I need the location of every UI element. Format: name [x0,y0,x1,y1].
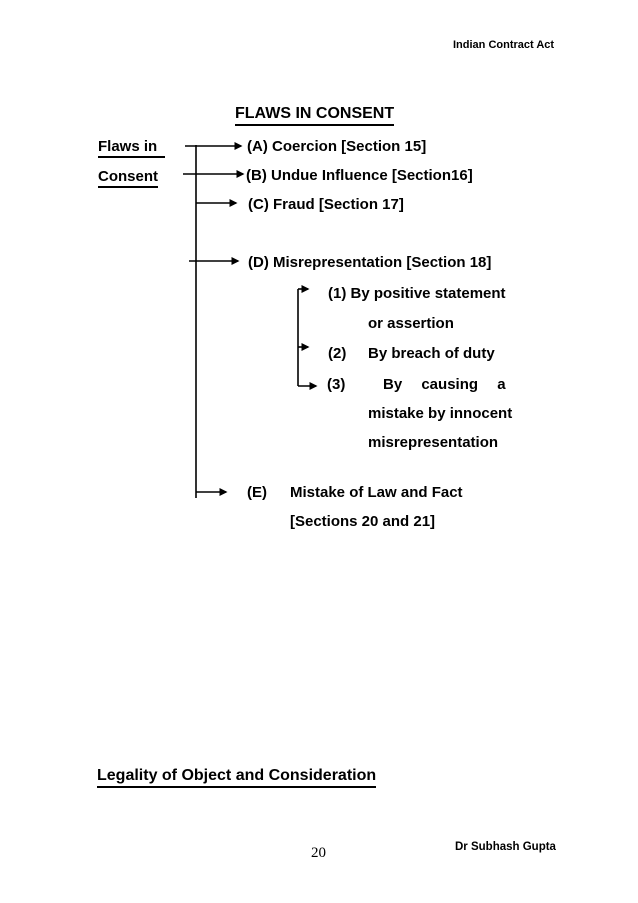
page-number: 20 [311,845,326,861]
sub-item-3-number: (3) [327,376,346,393]
branch-b-label: (B) Undue Influence [Section16] [246,167,473,184]
branch-e-line1-text: Mistake of Law and Fact [290,484,463,501]
diagram-title: FLAWS IN CONSENT [235,105,395,127]
sub-item-1-line2: or assertion [368,315,454,332]
sub-item-2: (2) By breach of duty [328,345,495,362]
sub-item-1-line1: (1) By positive statement [328,285,506,302]
root-label-line1: Flaws in [98,138,166,159]
header-right-text: Indian Contract Act [453,39,555,51]
sub-item-3-line1-text: By causing a [383,376,506,393]
sub-item-2-text: By breach of duty [368,345,495,362]
branch-e-number: (E) [247,484,267,501]
branch-a-label: (A) Coercion [Section 15] [247,138,427,155]
branch-d-label: (D) Misrepresentation [Section 18] [248,254,492,271]
branch-e-line2: [Sections 20 and 21] [290,513,436,530]
sub-item-3-line1: (3) By causing a [327,376,506,393]
section-heading-text: Legality of Object and Consideration [97,767,377,789]
diagram-title-text: FLAWS IN CONSENT [235,105,395,127]
section-heading: Legality of Object and Consideration [97,767,377,789]
sub-item-2-number: (2) [328,345,347,362]
footer-author: Dr Subhash Gupta [455,841,556,853]
root-label-line2: Consent [98,168,158,189]
branch-e-line1: (E) Mistake of Law and Fact [247,484,463,501]
branch-c-label: (C) Fraud [Section 17] [248,196,404,213]
sub-item-3-line2: mistake by innocent [368,405,513,422]
sub-item-3-line3: misrepresentation [368,434,499,451]
